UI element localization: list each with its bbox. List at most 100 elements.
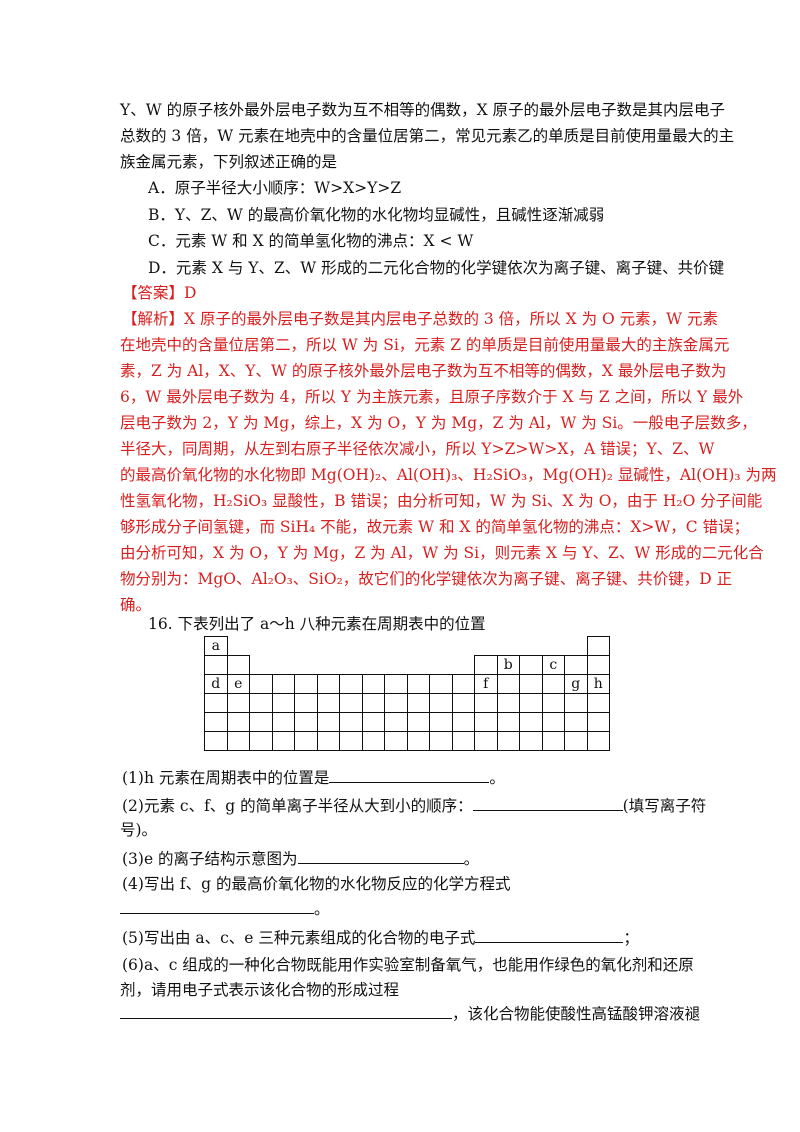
table-cell bbox=[406, 674, 430, 694]
table-cell bbox=[204, 712, 228, 732]
q15-option-c: C．元素 W 和 X 的简单氢化物的沸点：X < W bbox=[148, 232, 474, 250]
table-cell bbox=[271, 674, 295, 694]
table-cell bbox=[519, 674, 543, 694]
table-cell bbox=[519, 693, 543, 713]
table-cell bbox=[294, 712, 318, 732]
q16-sub-2-cont: 号)。 bbox=[120, 821, 158, 839]
table-cell bbox=[249, 674, 273, 694]
table-cell bbox=[519, 655, 543, 675]
table-cell bbox=[586, 731, 610, 751]
q15-answer: 【答案】D bbox=[122, 284, 197, 302]
table-cell bbox=[451, 731, 475, 751]
table-cell bbox=[271, 693, 295, 713]
table-cell bbox=[294, 674, 318, 694]
table-cell bbox=[451, 674, 475, 694]
table-cell bbox=[204, 731, 228, 751]
table-cell bbox=[316, 674, 340, 694]
q16-sub-3-blank[interactable] bbox=[297, 849, 464, 864]
q16-sub-2: (2)元素 c、f、g 的简单离子半径从大到小的顺序： (填写离子符 bbox=[122, 796, 706, 816]
q15-analysis-line-4: 6，W 最外层电子数为 4，所以 Y 为主族元素，且原子序数介于 X 与 Z 之… bbox=[120, 388, 744, 406]
q15-analysis-line-10: 由分析可知，X 为 O，Y 为 Mg，Z 为 Al，W 为 Si，则元素 X 与… bbox=[120, 544, 764, 562]
q15-analysis-line-9: 够形成分子间氢键，而 SiH₄ 不能，故元素 W 和 X 的简单氢化物的沸点：X… bbox=[120, 518, 750, 536]
q16-intro: 16. 下表列出了 a～h 八种元素在周期表中的位置 bbox=[148, 615, 486, 633]
table-cell bbox=[541, 674, 565, 694]
table-cell bbox=[564, 693, 588, 713]
table-cell bbox=[564, 731, 588, 751]
table-cell bbox=[429, 731, 453, 751]
q16-sub-4: (4)写出 f、g 的最高价氧化物的水化物反应的化学方程式 bbox=[122, 875, 511, 893]
q16-sub-5: (5)写出由 a、c、e 三种元素组成的化合物的电子式； bbox=[122, 928, 639, 948]
q16-sub-3: (3)e 的离子结构示意图为 。 bbox=[122, 849, 479, 869]
q16-sub-5-blank[interactable] bbox=[475, 928, 624, 943]
q16-sub-1-text: (1)h 元素在周期表中的位置是 bbox=[122, 769, 330, 787]
table-cell bbox=[474, 712, 498, 732]
q16-sub-3-end: 。 bbox=[463, 850, 480, 868]
table-cell bbox=[384, 693, 408, 713]
table-cell bbox=[496, 674, 520, 694]
table-cell bbox=[519, 712, 543, 732]
table-cell bbox=[339, 693, 363, 713]
table-cell bbox=[519, 731, 543, 751]
table-cell bbox=[496, 731, 520, 751]
table-cell bbox=[249, 731, 273, 751]
q16-sub-1-end: 。 bbox=[489, 769, 505, 787]
table-cell bbox=[226, 731, 250, 751]
q16-sub-1: (1)h 元素在周期表中的位置是 。 bbox=[122, 768, 505, 788]
table-cell bbox=[586, 693, 610, 713]
table-cell bbox=[406, 712, 430, 732]
table-cell-e: e bbox=[226, 674, 250, 694]
table-cell bbox=[541, 712, 565, 732]
table-cell bbox=[361, 674, 385, 694]
q15-analysis-line-2: 在地壳中的含量位居第二，所以 W 为 Si，元素 Z 的单质是目前使用量最大的主… bbox=[120, 336, 730, 354]
q15-option-b: B．Y、Z、W 的最高价氧化物的水化物均显碱性，且碱性逐渐减弱 bbox=[148, 206, 605, 224]
table-cell bbox=[541, 693, 565, 713]
q16-sub-5-end: ； bbox=[623, 929, 639, 947]
table-cell bbox=[294, 731, 318, 751]
table-cell bbox=[406, 731, 430, 751]
table-cell bbox=[226, 712, 250, 732]
table-cell bbox=[361, 693, 385, 713]
q16-sub-4-answer: 。 bbox=[120, 899, 330, 919]
table-cell-c: c bbox=[541, 655, 565, 675]
table-cell bbox=[406, 693, 430, 713]
table-cell bbox=[474, 693, 498, 713]
table-cell bbox=[204, 655, 228, 675]
table-cell bbox=[249, 712, 273, 732]
q16-sub-6-cont: 剂，请用电子式表示该化合物的形成过程 bbox=[120, 981, 400, 999]
q16-sub-2-text: (2)元素 c、f、g 的简单离子半径从大到小的顺序： bbox=[122, 797, 473, 815]
table-cell bbox=[271, 731, 295, 751]
q15-stem-line-1: Y、W 的原子核外最外层电子数为互不相等的偶数，X 原子的最外层电子数是其内层电… bbox=[120, 101, 726, 119]
q15-analysis-line-11: 物分别为：MgO、Al₂O₃、SiO₂，故它们的化学键依次为离子键、离子键、共价… bbox=[120, 570, 733, 588]
table-cell bbox=[226, 655, 250, 675]
table-cell bbox=[429, 712, 453, 732]
table-cell bbox=[496, 693, 520, 713]
table-cell bbox=[361, 712, 385, 732]
table-cell bbox=[339, 731, 363, 751]
table-cell bbox=[294, 693, 318, 713]
table-cell-d: d bbox=[204, 674, 228, 694]
table-cell bbox=[271, 712, 295, 732]
table-cell bbox=[339, 674, 363, 694]
table-cell-g: g bbox=[564, 674, 588, 694]
q16-sub-6-blank[interactable] bbox=[120, 1004, 452, 1019]
q15-analysis-line-7: 的最高价氧化物的水化物即 Mg(OH)₂、Al(OH)₃、H₂SiO₃，Mg(O… bbox=[120, 466, 777, 484]
table-cell bbox=[564, 712, 588, 732]
q16-sub-1-blank[interactable] bbox=[329, 768, 490, 783]
q15-analysis-line-1: 【解析】X 原子的最外层电子数是其内层电子总数的 3 倍，所以 X 为 O 元素… bbox=[122, 310, 718, 328]
table-cell bbox=[541, 731, 565, 751]
table-cell bbox=[316, 731, 340, 751]
table-cell bbox=[586, 712, 610, 732]
table-cell bbox=[384, 674, 408, 694]
q16-sub-3-text: (3)e 的离子结构示意图为 bbox=[122, 850, 298, 868]
q16-sub-2-end: (填写离子符 bbox=[622, 797, 707, 815]
q16-sub-6-end: ，该化合物能使酸性高锰酸钾溶液褪 bbox=[452, 1005, 701, 1023]
q15-analysis-line-8: 性氢氧化物，H₂SiO₃ 显酸性，B 错误；由分析可知，W 为 Si、X 为 O… bbox=[120, 492, 763, 510]
table-cell-b: b bbox=[496, 655, 520, 675]
q15-stem-line-3: 族金属元素，下列叙述正确的是 bbox=[120, 153, 338, 171]
table-cell bbox=[384, 712, 408, 732]
q15-analysis-line-5: 层电子数为 2，Y 为 Mg，综上，X 为 O，Y 为 Mg，Z 为 Al，W … bbox=[120, 414, 757, 432]
table-cell bbox=[474, 731, 498, 751]
q15-option-a: A．原子半径大小顺序：W>X>Y>Z bbox=[148, 179, 402, 197]
q16-sub-4-blank[interactable] bbox=[120, 899, 314, 914]
q16-sub-2-blank[interactable] bbox=[472, 796, 623, 811]
